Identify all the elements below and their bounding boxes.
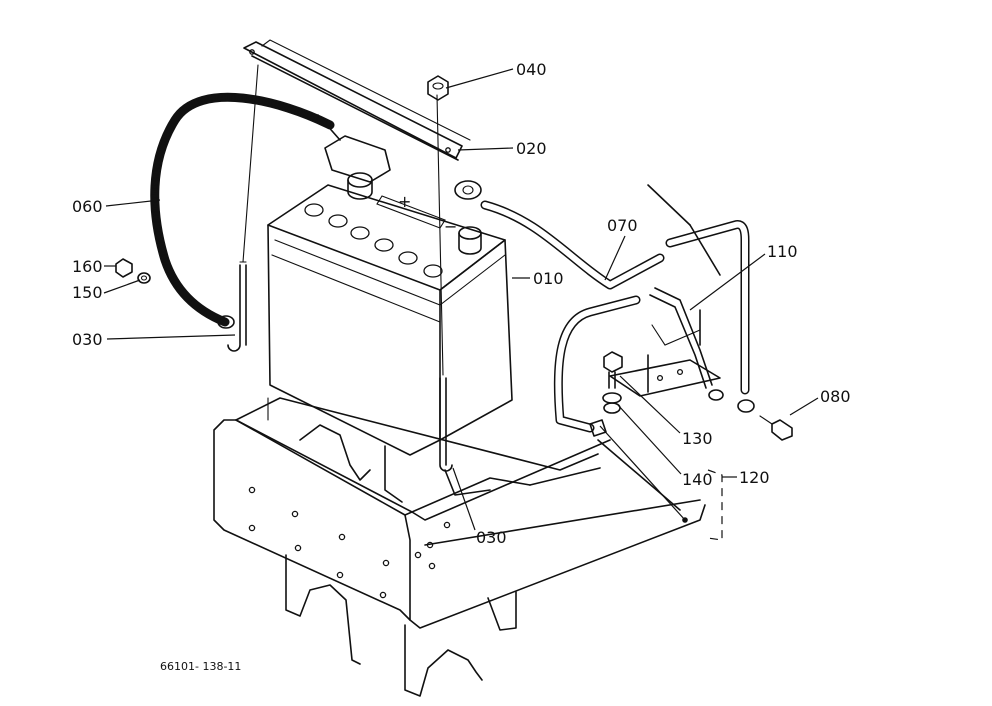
negative-cable (454, 180, 665, 437)
label-140: 140 (682, 470, 713, 489)
hold-down-bracket (243, 39, 471, 161)
battery-minus-mark: − (444, 217, 457, 236)
washer-140 (602, 392, 622, 414)
label-030-left: 030 (72, 330, 103, 349)
label-060: 060 (72, 197, 103, 216)
battery-plus-mark: + (398, 192, 411, 211)
label-040: 040 (516, 60, 547, 79)
label-110: 110 (767, 242, 798, 261)
label-070: 070 (607, 216, 638, 235)
nut-040 (427, 75, 449, 101)
label-080: 080 (820, 387, 851, 406)
figure-reference: 66101- 138-11 (160, 660, 241, 673)
bolt-130 (603, 351, 623, 389)
bolt-080 (759, 415, 793, 441)
ground-bracket (609, 309, 721, 397)
leader-lines (103, 68, 819, 541)
label-160: 160 (72, 257, 103, 276)
label-130: 130 (682, 429, 713, 448)
hook-bolt-left (227, 64, 259, 352)
label-010: 010 (533, 269, 564, 288)
label-030-right: 030 (476, 528, 507, 547)
washer-150 (137, 272, 151, 284)
positive-cable (150, 92, 391, 329)
battery-base-frame (213, 397, 706, 697)
battery (267, 172, 513, 456)
label-020: 020 (516, 139, 547, 158)
label-120: 120 (739, 468, 770, 487)
hook-bolt-right (436, 94, 453, 472)
nut-160 (115, 258, 133, 278)
label-150: 150 (72, 283, 103, 302)
ground-strap (647, 184, 755, 413)
